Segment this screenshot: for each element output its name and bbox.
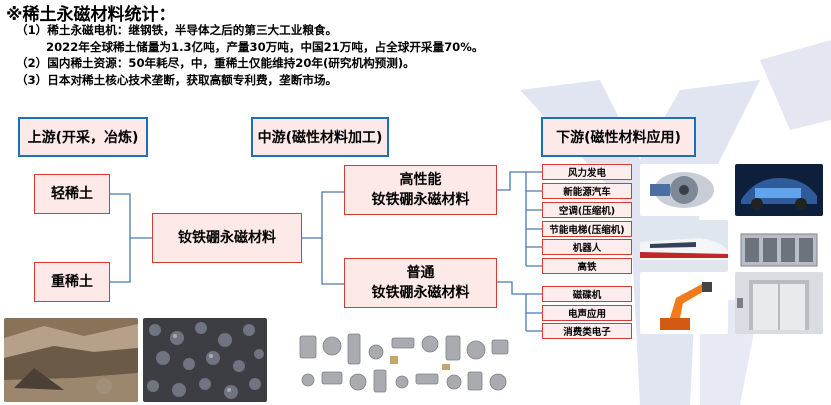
app-elevator: 节能电梯(压缩机) [542, 221, 632, 237]
note-1: （1）稀土永磁电机：继钢铁，半导体之后的第三大工业粮食。 [16, 23, 338, 37]
air-conditioner-unit-photo [735, 220, 823, 272]
light-rare-earth-box: 轻稀土 [34, 174, 110, 214]
heavy-rare-earth-box: 重稀土 [34, 262, 110, 302]
note-3: （3）日本对稀土核心技术垄断，获取高额专利费，垄断市场。 [16, 73, 338, 87]
app-robot: 机器人 [542, 239, 632, 255]
rare-earth-granules-photo [143, 318, 267, 402]
high-speed-train-photo [640, 220, 728, 272]
note-1-detail: 2022年全球稀土储量为1.3亿吨，产量30万吨，中国21万吨，占全球开采量70… [46, 40, 484, 54]
electric-vehicle-photo [735, 164, 823, 216]
high-performance-material-label: 钕铁硼永磁材料 [371, 192, 470, 208]
normal-label: 普通 [406, 265, 435, 281]
page-title: ※稀土永磁材料统计： [6, 5, 176, 25]
note-2: （2）国内稀土资源：50年耗尽，中，重稀土仅能维持20年(研究机构预测)。 [16, 56, 415, 70]
stage-downstream: 下游(磁性材料应用) [541, 117, 696, 157]
app-high-speed-rail: 高铁 [542, 258, 632, 274]
mining-photo [4, 318, 138, 402]
elevator-photo [735, 272, 823, 334]
app-new-energy-vehicle: 新能源汽车 [542, 183, 632, 199]
high-performance-ndfeb-box: 高性能 钕铁硼永磁材料 [344, 165, 497, 215]
normal-ndfeb-box: 普通 钕铁硼永磁材料 [344, 258, 497, 308]
normal-material-label: 钕铁硼永磁材料 [371, 285, 470, 301]
wind-turbine-generator-photo [640, 164, 728, 216]
high-performance-label: 高性能 [399, 172, 442, 188]
stage-upstream: 上游(开采，冶炼) [18, 117, 148, 157]
app-disk-drive: 磁碟机 [542, 286, 632, 302]
industrial-robot-photo [640, 272, 728, 334]
magnets-photo [292, 326, 516, 400]
app-electroacoustic: 电声应用 [542, 305, 632, 321]
app-air-conditioner: 空调(压缩机) [542, 202, 632, 218]
app-consumer-electronics: 消费类电子 [542, 323, 632, 339]
app-wind-power: 风力发电 [542, 164, 632, 180]
stage-midstream: 中游(磁性材料加工) [251, 117, 389, 157]
ndfeb-magnet-box: 钕铁硼永磁材料 [152, 213, 302, 263]
